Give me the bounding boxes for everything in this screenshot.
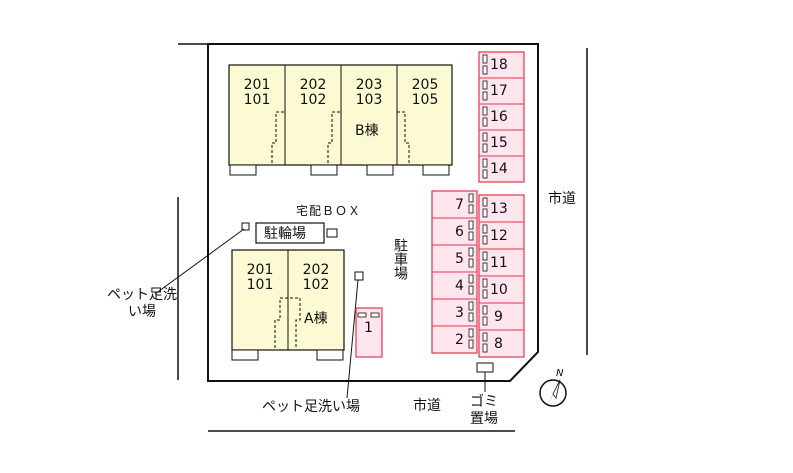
garbage-label: ゴミ置場 [470, 394, 498, 427]
unit-upper: 203 [355, 77, 383, 93]
unit-upper: 201 [243, 77, 271, 93]
parking-space-8: 8 [494, 336, 503, 352]
pet-wash-left-leader [154, 228, 245, 295]
unit-lower: 101 [243, 92, 271, 108]
unit-upper: 202 [299, 77, 327, 93]
building-b-label: B棟 [355, 123, 379, 139]
building-a-label: A棟 [304, 311, 328, 327]
building-b-unit-2: 202 102 [285, 78, 341, 108]
road-east-label: 市道 [548, 191, 576, 207]
parking-space-14: 14 [490, 161, 508, 177]
parking-space-9: 9 [494, 309, 503, 325]
parking-space-10: 10 [490, 282, 508, 298]
parking-space-3: 3 [455, 305, 464, 321]
pet-wash-left-marker [241, 222, 250, 231]
bicycle-parking-box [255, 222, 325, 244]
building-b-unit-4: 205 105 [397, 78, 453, 108]
bicycle-parking-label: 駐輪場 [264, 226, 306, 242]
parking-left-column [431, 190, 478, 354]
parking-space-7: 7 [455, 197, 464, 213]
parking-space-1-label: 1 [364, 320, 373, 336]
building-b-unit-1: 201 101 [229, 78, 285, 108]
building-a-unit-1: 201 101 [232, 263, 288, 293]
parking-label: 駐車場 [392, 238, 408, 280]
building-b [228, 64, 453, 176]
building-a [231, 249, 345, 361]
pet-wash-left-label: ペット足洗い場 [107, 287, 177, 320]
parking-space-12: 12 [490, 228, 508, 244]
parking-space-1 [355, 307, 383, 358]
compass-north-label: N [556, 368, 564, 379]
unit-lower: 102 [299, 92, 327, 108]
parking-space-4: 4 [455, 278, 464, 294]
unit-upper: 205 [411, 77, 439, 93]
unit-lower: 101 [246, 277, 274, 293]
parking-space-5: 5 [455, 251, 464, 267]
parking-space-11: 11 [490, 255, 508, 271]
pet-wash-bottom-marker [354, 271, 364, 281]
parking-space-18: 18 [490, 57, 508, 73]
road-south-label: 市道 [413, 398, 441, 414]
unit-lower: 105 [411, 92, 439, 108]
parking-space-2: 2 [455, 332, 464, 348]
building-b-unit-3: 203 103 [341, 78, 397, 108]
parking-space-17: 17 [490, 83, 508, 99]
unit-upper: 201 [246, 262, 274, 278]
unit-lower: 103 [355, 92, 383, 108]
unit-upper: 202 [302, 262, 330, 278]
unit-lower: 102 [302, 277, 330, 293]
compass-icon [539, 379, 567, 407]
garbage-box [476, 362, 494, 373]
building-a-unit-2: 202 102 [288, 263, 344, 293]
pet-wash-bottom-label: ペット足洗い場 [262, 399, 360, 415]
parking-right-column [478, 51, 525, 358]
parking-space-6: 6 [455, 224, 464, 240]
delivery-box-marker [326, 228, 338, 238]
parking-space-16: 16 [490, 109, 508, 125]
pet-wash-bottom-leader [346, 279, 359, 399]
parking-space-15: 15 [490, 135, 508, 151]
delivery-box-label: 宅配ＢＯＸ [296, 204, 362, 218]
parking-space-13: 13 [490, 201, 508, 217]
